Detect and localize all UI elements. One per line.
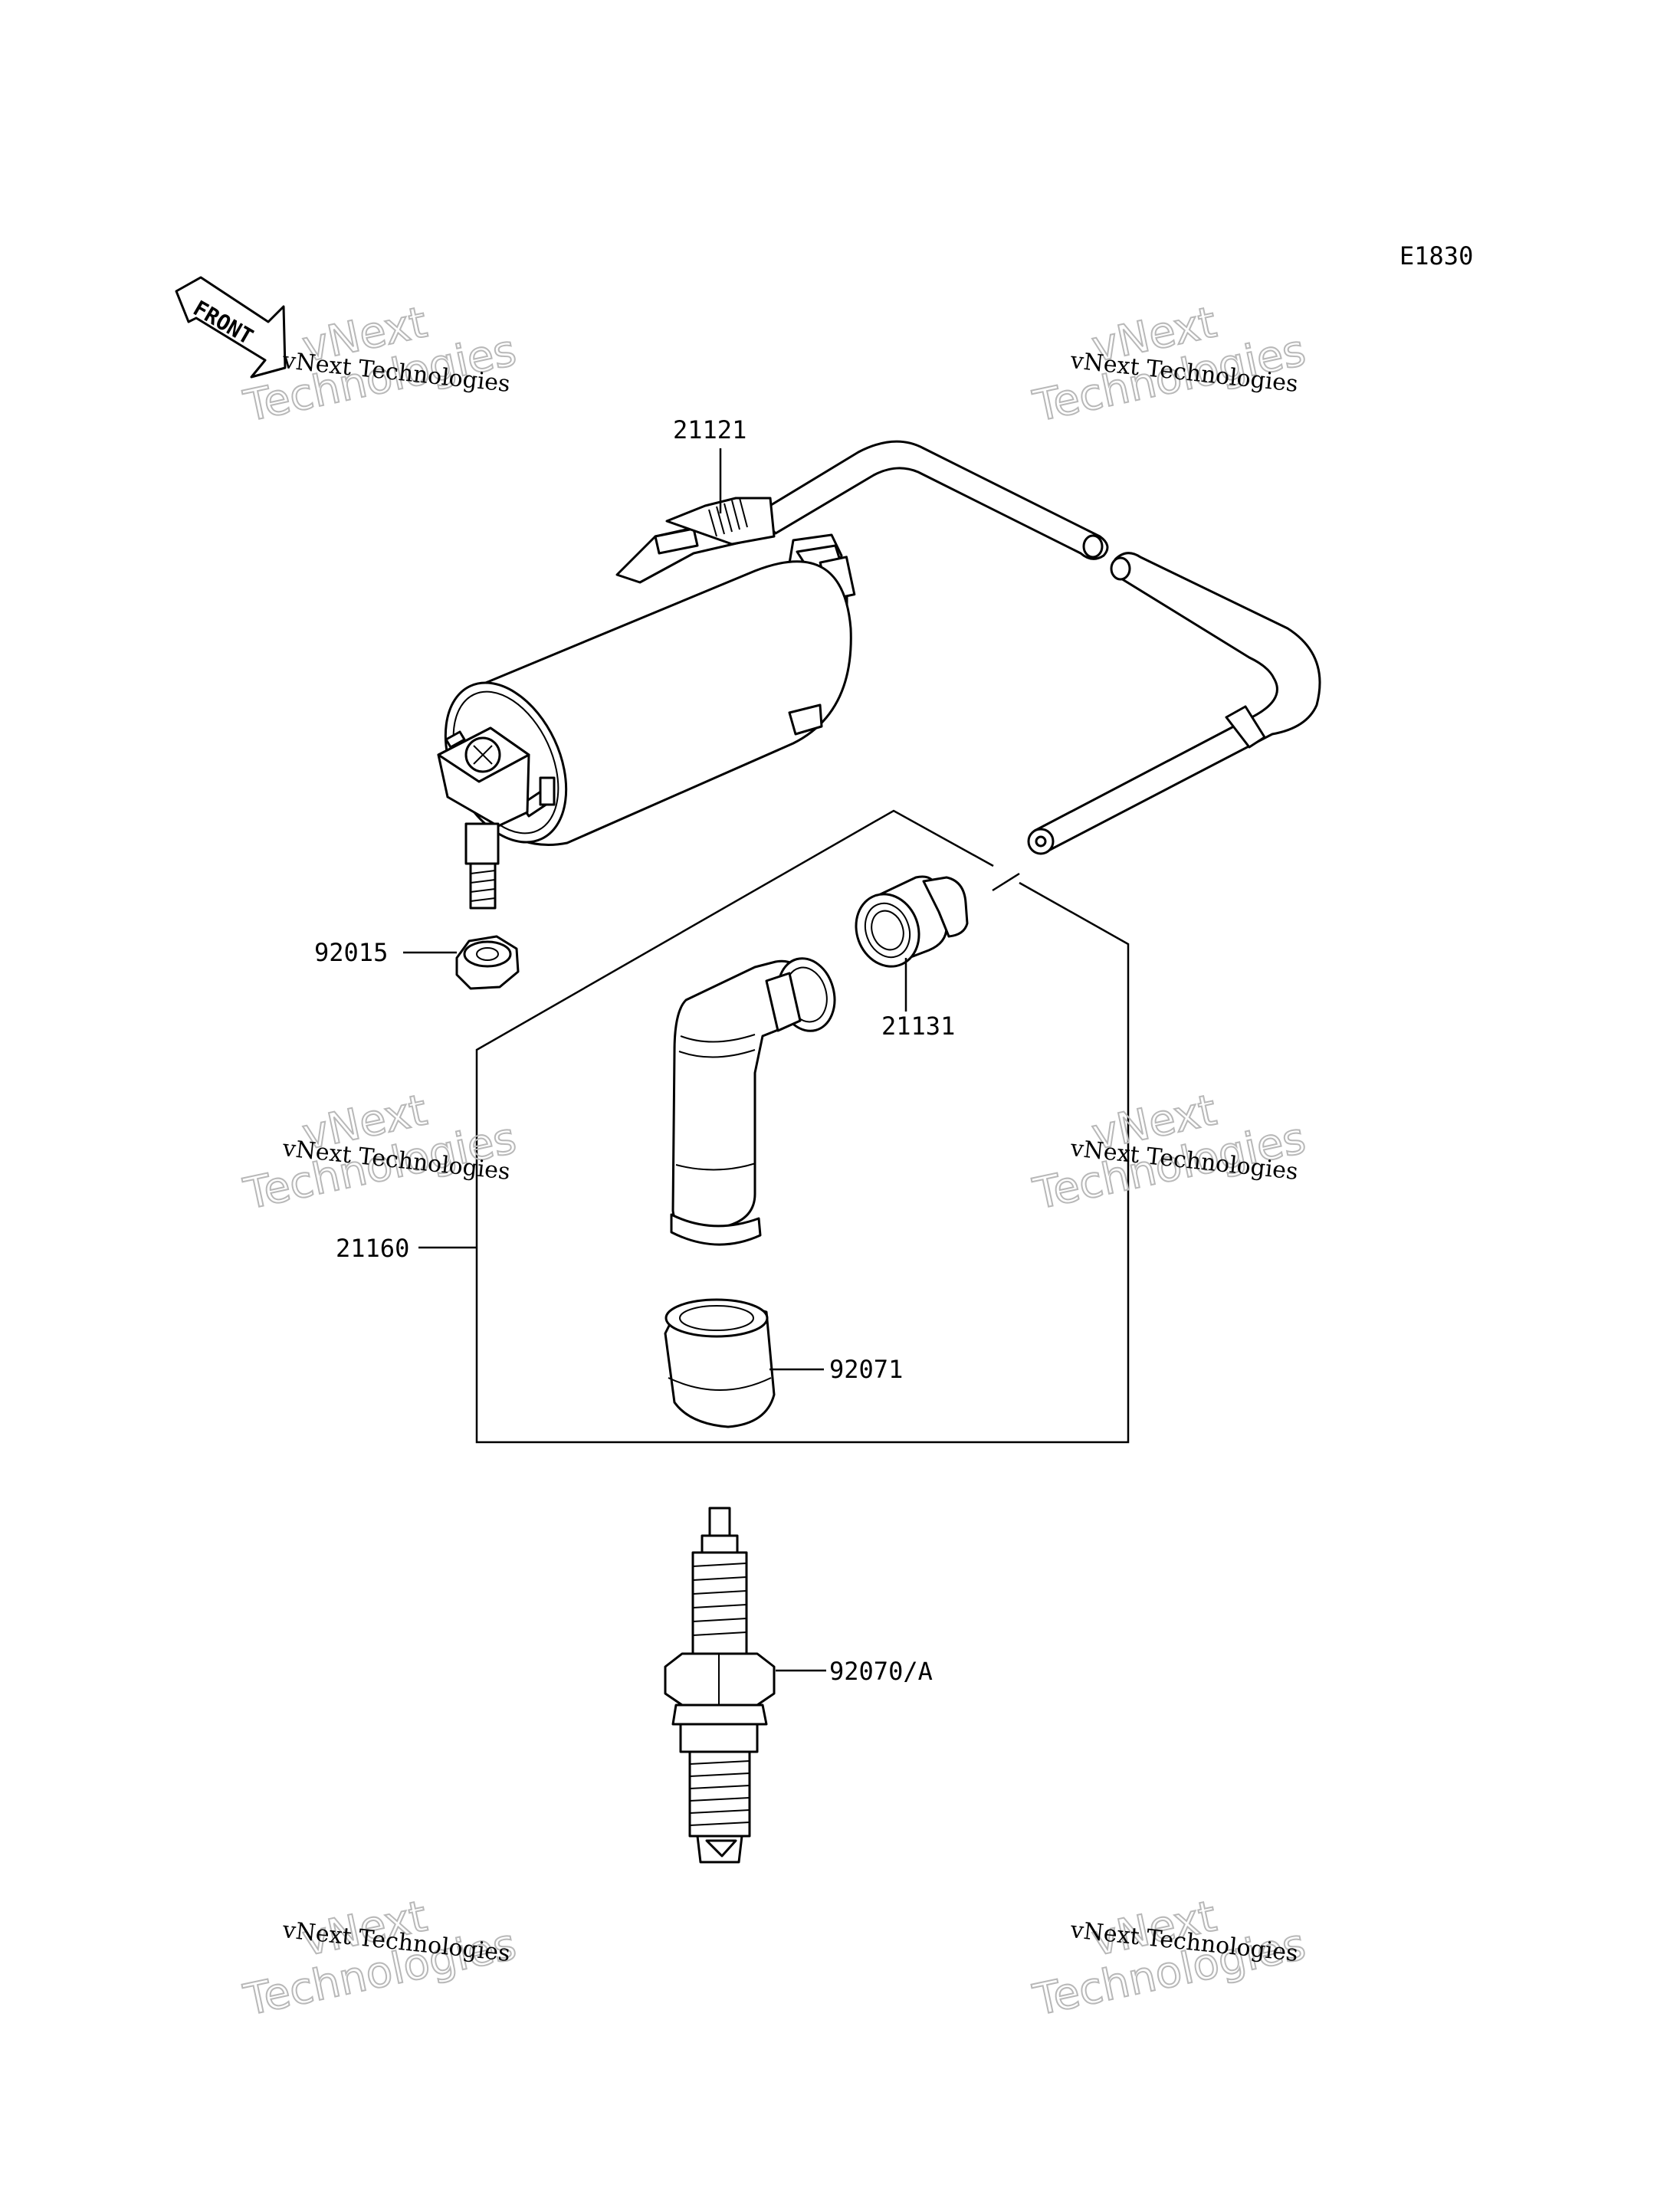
watermark-4: vNext Technologies [1029, 1084, 1311, 1220]
plug-cap [670, 957, 836, 1246]
part-label-21131: 21131 [881, 1012, 955, 1041]
part-label-21121: 21121 [673, 415, 746, 444]
part-label-92071: 92071 [829, 1355, 903, 1384]
nut [455, 935, 520, 990]
cap-seal [855, 875, 969, 968]
front-arrow-icon: FRONT [175, 276, 287, 379]
assembly-bracket [475, 809, 1130, 1444]
diagram-code: E1830 [1399, 241, 1473, 271]
ignition-coil [437, 497, 856, 910]
watermark-2: vNext Technologies [1029, 297, 1311, 432]
ht-lead [756, 440, 1321, 892]
part-label-92070A: 92070/A [829, 1657, 933, 1686]
part-label-92015: 92015 [314, 938, 388, 967]
leader-lines [403, 448, 907, 1672]
cap-boot [664, 1298, 776, 1428]
part-label-21160: 21160 [336, 1234, 409, 1263]
spark-plug [664, 1507, 776, 1864]
